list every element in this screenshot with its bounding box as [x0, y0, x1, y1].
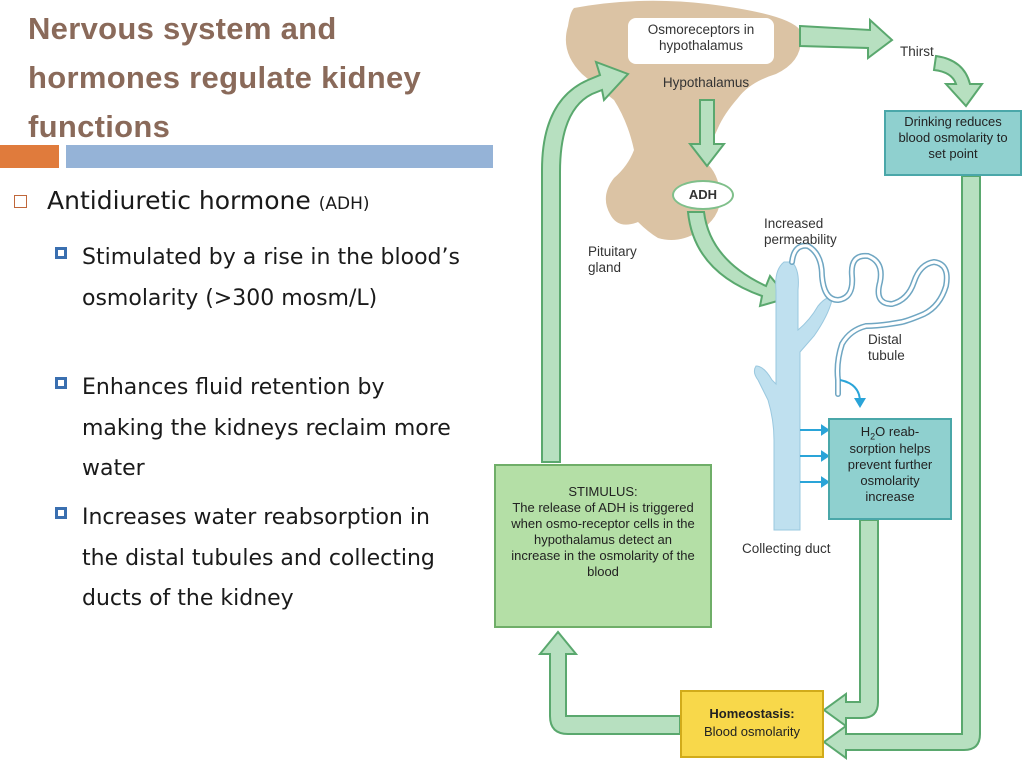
- drinking-box: Drinking reduces blood osmolarity to set…: [884, 110, 1022, 176]
- title-line-3: functions: [28, 109, 171, 144]
- thirst-label: Thirst: [900, 44, 934, 59]
- sub-bullet-1-text: Stimulated by a rise in the blood’s osmo…: [82, 245, 460, 311]
- stimulus-heading: STIMULUS:: [568, 484, 638, 499]
- bullet-main-abbrev: (ADH): [318, 194, 370, 214]
- arrow-hypothalamus-to-adh: [687, 99, 727, 168]
- h2o-heading: H2O reab-: [860, 424, 920, 442]
- homeostasis-text: Blood osmolarity: [703, 724, 801, 739]
- collecting-duct-label: Collecting duct: [742, 541, 831, 556]
- title-line-2: hormones regulate kidney: [28, 60, 422, 95]
- adh-feedback-diagram: ADH Osmoreceptors in hypothalamus Hypoth…: [488, 0, 1024, 768]
- square-bullet-icon: [55, 247, 67, 259]
- arrow-stimulus-to-hypothalamus: [541, 60, 630, 463]
- distal-tubule-label: Distal tubule: [868, 332, 905, 363]
- sub-bullet-3-text: Increases water reabsorption in the dist…: [82, 505, 435, 611]
- h2o-text: sorption helps prevent further osmolarit…: [847, 441, 933, 504]
- homeostasis-box: Homeostasis: Blood osmolarity: [680, 690, 824, 758]
- diagram-graphics: [537, 0, 984, 760]
- arrow-thirst-to-drinking: [932, 54, 984, 108]
- arrow-h2o-to-homeostasis: [822, 519, 879, 728]
- square-bullet-icon: [14, 195, 27, 208]
- homeostasis-heading: Homeostasis:: [709, 706, 795, 721]
- sub-bullet-2-text: Enhances fluid retention by making the k…: [82, 375, 451, 481]
- square-bullet-icon: [55, 377, 67, 389]
- arrow-drinking-to-homeostasis: [822, 175, 981, 760]
- stimulus-box: STIMULUS: The release of ADH is triggere…: [494, 464, 712, 628]
- bullet-main-text: Antidiuretic hormone: [47, 186, 311, 215]
- accent-bar-orange: [0, 145, 59, 168]
- stimulus-text: The release of ADH is triggered when osm…: [511, 500, 695, 579]
- water-reabsorption-arrows: [800, 424, 830, 488]
- adh-oval: [672, 180, 734, 210]
- h2o-box: H2O reab- sorption helps prevent further…: [828, 418, 952, 520]
- arrow-homeostasis-to-stimulus: [537, 630, 681, 735]
- accent-bar-blue: [66, 145, 493, 168]
- slide-title: Nervous system and hormones regulate kid…: [28, 4, 498, 151]
- drinking-text: Drinking reduces blood osmolarity to set…: [898, 114, 1008, 161]
- pituitary-label: Pituitary gland: [588, 244, 637, 275]
- osmoreceptors-label-box: [628, 18, 774, 64]
- hypothalamus-label: Hypothalamus: [662, 75, 750, 90]
- title-line-1: Nervous system and: [28, 11, 337, 46]
- square-bullet-icon: [55, 507, 67, 519]
- adh-label: ADH: [688, 187, 718, 202]
- osmoreceptors-label: Osmoreceptors in hypothalamus: [647, 22, 755, 53]
- permeability-label: Increased permeability: [764, 216, 837, 247]
- arrow-hypothalamus-to-thirst: [799, 17, 894, 60]
